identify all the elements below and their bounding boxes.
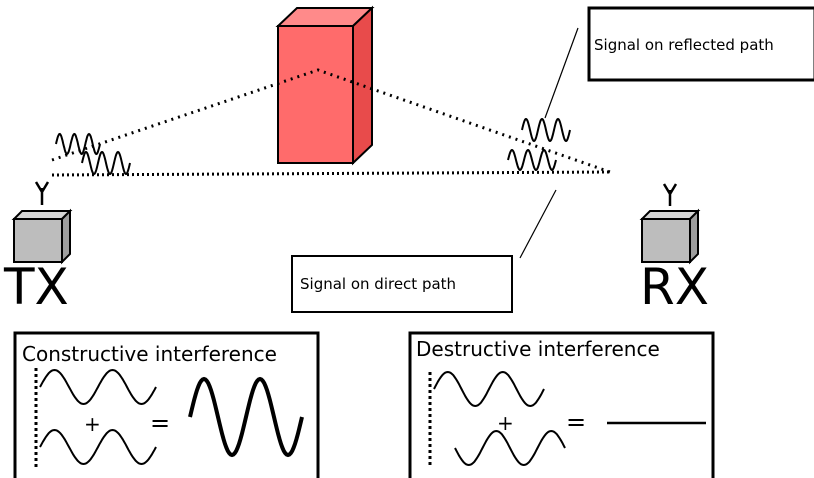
reflected-callout-box bbox=[587, 6, 814, 82]
constructive-wave-2 bbox=[39, 428, 157, 466]
rx-device-top bbox=[639, 210, 701, 220]
building-front bbox=[277, 25, 354, 164]
tx-device-top bbox=[11, 210, 73, 220]
constructive-plus-sign: + bbox=[84, 412, 101, 436]
reflected-path-line bbox=[51, 68, 611, 174]
tx-label: TX bbox=[3, 258, 69, 316]
reflected-wave-packet-rx bbox=[521, 117, 571, 143]
building bbox=[275, 5, 375, 166]
rx-antenna-icon bbox=[662, 183, 678, 206]
tx-device-side bbox=[61, 208, 71, 265]
reflected-callout-label: Signal on reflected path bbox=[594, 36, 774, 54]
direct-callout-pointer bbox=[519, 189, 557, 259]
transmitter: TX bbox=[3, 181, 73, 316]
tx-antenna-icon bbox=[34, 181, 50, 205]
reflected-wave-packet-tx bbox=[55, 132, 101, 156]
destructive-equals-sign: = bbox=[566, 408, 586, 436]
rx-device-front bbox=[641, 218, 691, 263]
constructive-equals-sign: = bbox=[150, 409, 170, 437]
rx-label: RX bbox=[640, 258, 709, 316]
constructive-panel: Constructive interference + = bbox=[13, 331, 320, 478]
building-side bbox=[352, 5, 373, 166]
direct-wave-packet-rx bbox=[507, 148, 557, 172]
destructive-wave-1 bbox=[433, 370, 545, 408]
destructive-panel-frame bbox=[408, 331, 715, 478]
direct-callout-box bbox=[291, 255, 513, 313]
constructive-panel-frame bbox=[13, 331, 320, 478]
constructive-wave-1 bbox=[39, 368, 157, 406]
tx-device-front bbox=[13, 218, 63, 263]
rx-device-side bbox=[689, 208, 699, 265]
constructive-panel-title: Constructive interference bbox=[22, 342, 277, 366]
constructive-result-wave bbox=[188, 376, 304, 458]
destructive-plus-sign: + bbox=[497, 411, 514, 435]
direct-wave-packet-tx bbox=[81, 150, 131, 176]
reflected-callout-pointer bbox=[544, 27, 579, 119]
direct-callout-label: Signal on direct path bbox=[300, 275, 456, 293]
destructive-wave-2 bbox=[454, 429, 566, 467]
destructive-panel: Destructive interference + = bbox=[408, 331, 715, 478]
destructive-panel-title: Destructive interference bbox=[416, 337, 660, 361]
direct-path-line bbox=[51, 170, 611, 177]
receiver: RX bbox=[639, 183, 709, 316]
